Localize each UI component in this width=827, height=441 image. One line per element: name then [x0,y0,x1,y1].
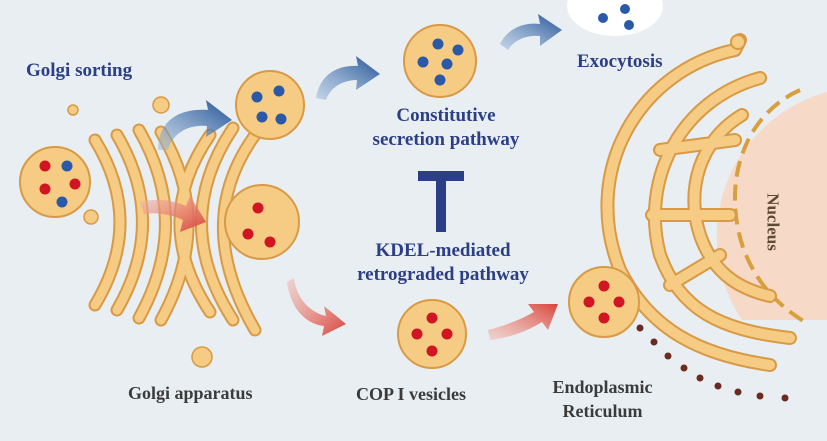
blue-curved-arrow-icon [316,56,380,100]
endoplasmic-reticulum [600,33,797,372]
t-bar-icon [418,171,464,232]
exocytosis-release-bubble [567,0,663,36]
released-cargo-dot [598,13,608,23]
ribosomes [636,324,789,402]
nucleus-label: Nucleus [763,193,783,251]
copi-vesicle [397,299,467,369]
constitutive-secretion-label: Constitutive secretion pathway [356,104,536,152]
golgi-sorting-label: Golgi sorting [26,60,133,81]
nucleus-shape [716,92,827,320]
er-line-1: Endoplasmic [552,377,653,397]
small-vesicles [67,96,213,368]
blue-curved-arrow-icon [500,14,562,50]
blue-curved-arrow-icon [158,100,232,150]
constitutive-line-1: Constitutive [396,105,496,126]
budding-blue-vesicle [235,70,305,140]
copi-vesicles-label: COP I vesicles [356,384,466,404]
er-arriving-vesicle [568,266,640,338]
red-curved-arrow-icon [287,278,346,336]
budding-red-vesicle [224,184,300,260]
secretory-vesicle [403,24,477,98]
kdel-line-1: KDEL-mediated [375,240,511,261]
er-line-2: Reticulum [562,401,643,421]
red-curved-arrow-icon [140,196,206,232]
nuclear-envelope [732,88,807,324]
released-cargo-dot [620,4,630,14]
released-cargo-dot [624,20,634,30]
constitutive-line-2: secretion pathway [372,129,520,150]
exocytosis-label: Exocytosis [577,51,663,72]
golgi-apparatus-label: Golgi apparatus [128,383,253,403]
kdel-pathway-label: KDEL-mediated retrograded pathway [338,239,548,287]
red-curved-arrow-icon [488,304,558,340]
kdel-line-2: retrograded pathway [357,264,529,285]
golgi-sorting-vesicle [19,146,91,218]
endoplasmic-reticulum-label: Endoplasmic Reticulum [535,375,670,423]
